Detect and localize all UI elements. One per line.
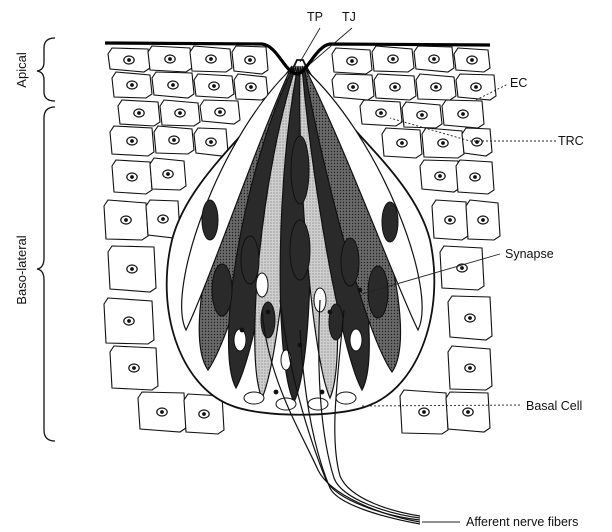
nucleolus (168, 57, 172, 61)
nucleolus (130, 139, 134, 143)
nucleolus (460, 266, 464, 270)
receptor-cell-nucleus (368, 266, 388, 318)
nucleolus (161, 217, 165, 221)
apical-label: Apical (14, 52, 29, 88)
basal-cell-label: Basal Cell (526, 399, 582, 413)
basal-cell (244, 392, 264, 404)
tj-label: TJ (342, 10, 356, 24)
synapse-dot (240, 328, 245, 333)
nucleolus (379, 111, 383, 115)
nucleolus (209, 140, 213, 144)
nucleolus (130, 175, 134, 179)
synapse-dot (274, 390, 279, 395)
synapse-label: Synapse (505, 247, 554, 261)
nucleolus (391, 57, 395, 61)
nucleolus (130, 83, 134, 87)
synapse-dot (328, 310, 333, 315)
nucleolus (130, 267, 134, 271)
ec-label: EC (510, 76, 527, 90)
nucleolus (160, 410, 164, 414)
nucleolus (124, 218, 128, 222)
nucleolus (172, 138, 176, 142)
basal-cell (276, 398, 296, 410)
nucleolus (438, 174, 442, 178)
receptor-cell-nucleus (212, 264, 232, 316)
nucleolus (481, 218, 485, 222)
nucleolus (209, 57, 213, 61)
synapse-dot (358, 288, 363, 293)
nucleolus (127, 319, 131, 323)
nucleolus (137, 111, 141, 115)
nucleolus (132, 366, 136, 370)
nucleolus (127, 58, 131, 62)
receptor-cell-nucleus (329, 304, 343, 340)
nucleolus (434, 85, 438, 89)
nucleolus (441, 141, 445, 145)
tp-leader (300, 28, 320, 62)
nucleolus (218, 110, 222, 114)
afferent-nerve-fibers-label: Afferent nerve fibers (466, 515, 578, 529)
nucleolus (422, 410, 426, 414)
nucleolus (466, 410, 470, 414)
nucleolus (202, 412, 206, 416)
baso-lateral-label: Baso-lateral (14, 235, 29, 304)
receptor-cell-nucleus (290, 220, 310, 280)
baso-lateral-bracket (37, 107, 55, 441)
nucleolus (166, 172, 170, 176)
nucleolus (432, 57, 436, 61)
nucleolus (468, 316, 472, 320)
nucleolus (470, 58, 474, 62)
nucleolus (351, 85, 355, 89)
nucleolus (468, 366, 472, 370)
nucleolus (420, 113, 424, 117)
tp-label: TP (307, 10, 323, 24)
receptor-cell-nucleus-light (350, 329, 362, 351)
synapse-dot (266, 310, 271, 315)
basal-cell (308, 398, 328, 410)
receptor-cell-nucleus (202, 200, 218, 240)
receptor-cell-nucleus (241, 236, 259, 284)
nucleolus (473, 175, 477, 179)
nucleolus (461, 112, 465, 116)
receptor-cell-nucleus (291, 136, 309, 204)
receptor-cell-nucleus-light (256, 273, 268, 297)
nucleolus (248, 58, 252, 62)
nucleolus (212, 84, 216, 88)
receptor-cell-nucleus (382, 202, 398, 242)
nucleolus (393, 85, 397, 89)
receptor-cell-nucleus-light (234, 329, 246, 351)
trc-label: TRC (558, 134, 584, 148)
nucleolus (178, 111, 182, 115)
nucleolus (400, 141, 404, 145)
nucleolus (350, 59, 354, 63)
nucleolus (448, 218, 452, 222)
nucleolus (171, 83, 175, 87)
nucleolus (249, 85, 253, 89)
receptor-cell-nucleus (341, 238, 359, 286)
basal-cell (336, 392, 356, 404)
apical-bracket (37, 38, 55, 101)
nucleolus (474, 85, 478, 89)
